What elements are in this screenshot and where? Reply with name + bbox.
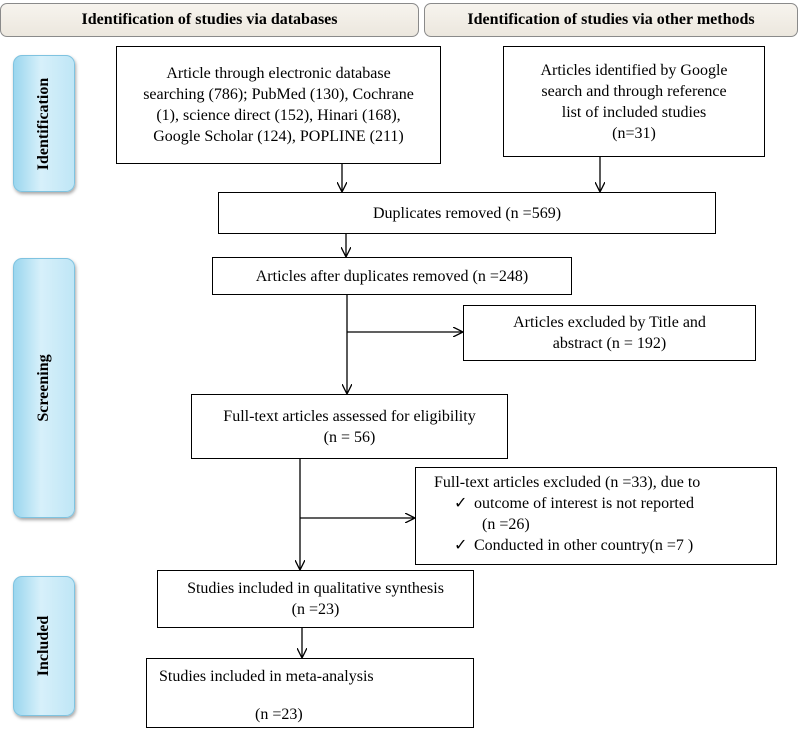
phase-included: Included <box>13 576 75 716</box>
box-after-duplicates: Articles after duplicates removed (n =24… <box>212 257 572 295</box>
header-databases: Identification of studies via databases <box>0 3 419 37</box>
exclusion-reason-2: Conducted in other country(n =7 ) <box>474 537 694 554</box>
box-fulltext-assessed: Full-text articles assessed for eligibil… <box>191 394 508 459</box>
check-icon: ✓ <box>454 537 468 554</box>
header-other-methods: Identification of studies via other meth… <box>424 3 798 37</box>
fulltext-excluded-title: Full-text articles excluded (n =33), due… <box>434 474 701 491</box>
exclusion-reason-1: outcome of interest is not reported <box>474 495 694 512</box>
phase-screening: Screening <box>13 258 75 518</box>
box-fulltext-excluded: Full-text articles excluded (n =33), due… <box>415 467 777 565</box>
box-database-search: Article through electronic database sear… <box>116 46 441 164</box>
phase-identification: Identification <box>13 55 75 192</box>
box-qualitative-synthesis: Studies included in qualitative synthesi… <box>157 570 474 628</box>
check-icon: ✓ <box>454 495 468 512</box>
exclusion-reason-1-count: (n =26) <box>482 516 530 533</box>
box-meta-analysis: Studies included in meta-analysis (n =23… <box>146 658 474 728</box>
box-duplicates-removed: Duplicates removed (n =569) <box>218 192 716 234</box>
box-other-search: Articles identified by Google search and… <box>503 46 765 157</box>
box-excluded-title: Articles excluded by Title and abstract … <box>463 305 756 361</box>
